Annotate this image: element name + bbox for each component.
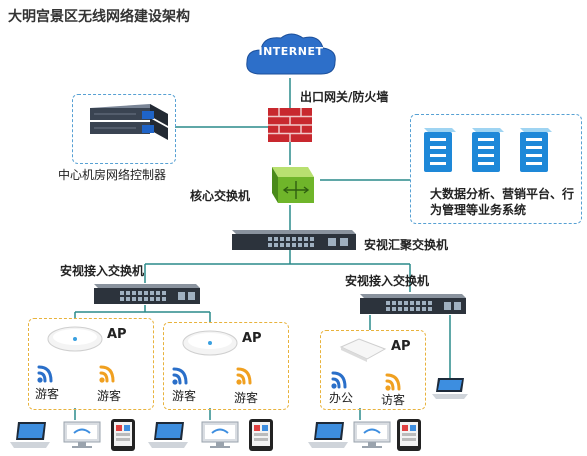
- access-right-label: 安视接入交换机: [345, 274, 430, 288]
- user-label: 访客: [381, 393, 406, 407]
- core-switch-icon: [264, 163, 316, 207]
- tablet-icon: [396, 418, 422, 452]
- monitor-icon: [62, 420, 102, 450]
- access-switch-right-icon: [356, 292, 468, 316]
- access-point-icon: [339, 337, 387, 363]
- tablet-icon: [248, 418, 274, 452]
- wifi-icon: [170, 363, 198, 387]
- ap-group-1: AP 游客 游客: [28, 318, 154, 410]
- ap-group-3: AP 办公 访客: [320, 330, 426, 410]
- internet-cloud: INTERNET: [243, 30, 339, 80]
- gateway-label: 出口网关/防火墙: [300, 90, 389, 104]
- wifi-icon: [383, 369, 411, 393]
- tablet-icon: [110, 418, 136, 452]
- ap-label: AP: [391, 339, 411, 354]
- user-label: 游客: [234, 391, 259, 405]
- laptop-icon: [8, 420, 52, 450]
- controller-box: [72, 94, 176, 164]
- user-label: 游客: [172, 389, 197, 403]
- bigdata-label: 大数据分析、营销平台、行为管理等业务系统: [430, 187, 575, 217]
- ap-label: AP: [107, 327, 127, 342]
- controller-server-icon: [80, 100, 170, 156]
- access-left-label: 安视接入交换机: [60, 264, 145, 278]
- laptop-icon: [306, 420, 350, 450]
- ap-label: AP: [242, 331, 262, 346]
- laptop-icon: [430, 376, 470, 400]
- ap-group-2: AP 游客 游客: [163, 322, 289, 410]
- internet-label: INTERNET: [258, 45, 324, 58]
- bigdata-box: [410, 114, 582, 224]
- wifi-icon: [234, 363, 262, 387]
- wifi-icon: [35, 361, 63, 385]
- core-label: 核心交换机: [190, 189, 251, 203]
- monitor-icon: [200, 420, 240, 450]
- access-point-icon: [182, 329, 238, 357]
- aggregation-switch-icon: [228, 228, 358, 252]
- access-switch-left-icon: [90, 282, 202, 306]
- wifi-icon: [329, 367, 357, 391]
- controller-label: 中心机房网络控制器: [58, 168, 167, 182]
- firewall-icon: [268, 108, 312, 142]
- aggregation-label: 安视汇聚交换机: [364, 238, 449, 252]
- client-devices-row: [0, 418, 587, 456]
- user-label: 游客: [97, 389, 122, 403]
- user-label: 办公: [329, 391, 354, 405]
- user-label: 游客: [35, 387, 60, 401]
- laptop-icon: [146, 420, 190, 450]
- access-point-icon: [47, 325, 103, 353]
- server-rack-icons: [418, 124, 568, 176]
- diagram-title: 大明宫景区无线网络建设架构: [8, 9, 190, 25]
- wifi-icon: [97, 361, 125, 385]
- monitor-icon: [352, 420, 392, 450]
